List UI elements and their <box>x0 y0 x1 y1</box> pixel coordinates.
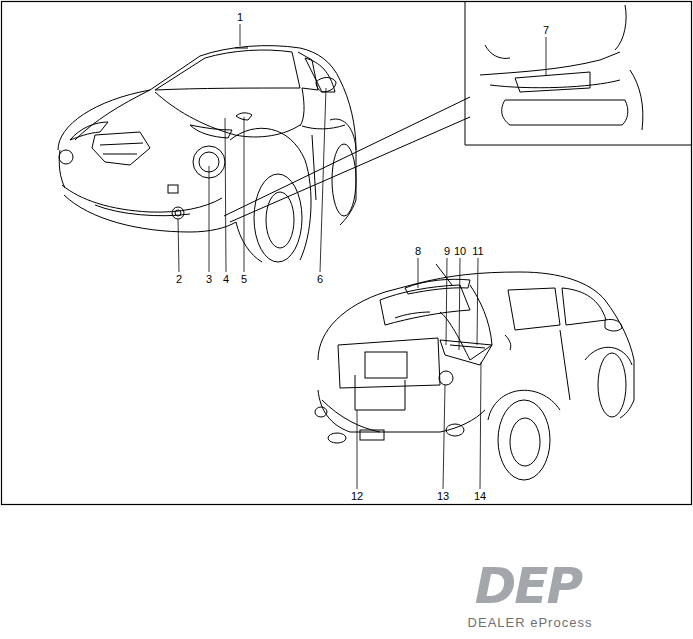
callout-number: 10 <box>453 245 467 257</box>
callout-number: 9 <box>443 245 451 257</box>
callout-number: 14 <box>473 490 487 502</box>
callout-number: 11 <box>471 245 484 257</box>
callout-number: 12 <box>350 490 364 502</box>
callout-number: 7 <box>542 24 550 36</box>
callout-number: 4 <box>222 273 230 285</box>
callout-number: 1 <box>236 11 244 23</box>
watermark-text: DEALER eProcess <box>468 615 593 630</box>
callout-number: 6 <box>316 273 324 285</box>
callout-number: 5 <box>240 273 248 285</box>
callout-number: 13 <box>436 490 450 502</box>
watermark-logo: DEP <box>475 560 581 612</box>
callout-number: 8 <box>414 245 422 257</box>
callout-number: 3 <box>205 273 213 285</box>
callout-number: 2 <box>175 273 183 285</box>
